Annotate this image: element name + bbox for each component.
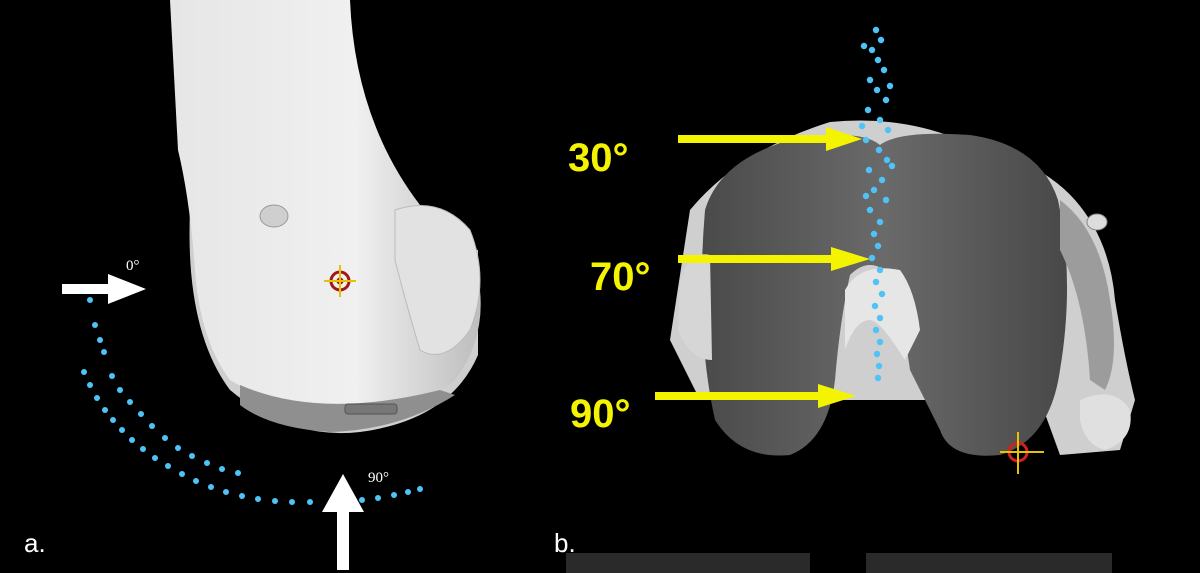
tracking-points-arc <box>81 297 423 505</box>
femur-frontal-view <box>670 120 1135 474</box>
crosshair-target-icon <box>1000 432 1044 474</box>
panel-label-b: b. <box>554 528 576 558</box>
arrow-up-icon <box>322 474 364 570</box>
arrow-right-icon <box>62 274 146 304</box>
femur-lateral-view <box>170 0 481 434</box>
arrow-right-icon <box>678 247 870 271</box>
angle-label-30: 30° <box>568 136 629 180</box>
angle-label-start: 0° <box>126 258 140 274</box>
arrow-right-icon <box>678 127 862 151</box>
angle-label-90: 90° <box>570 392 631 436</box>
tracking-points-vertical <box>858 26 896 382</box>
angle-label-end: 90° <box>368 470 389 486</box>
panel-label-a: a. <box>24 528 46 558</box>
crosshair-target-icon <box>324 265 356 297</box>
angle-label-70: 70° <box>590 255 651 299</box>
arrow-right-icon <box>655 384 856 408</box>
